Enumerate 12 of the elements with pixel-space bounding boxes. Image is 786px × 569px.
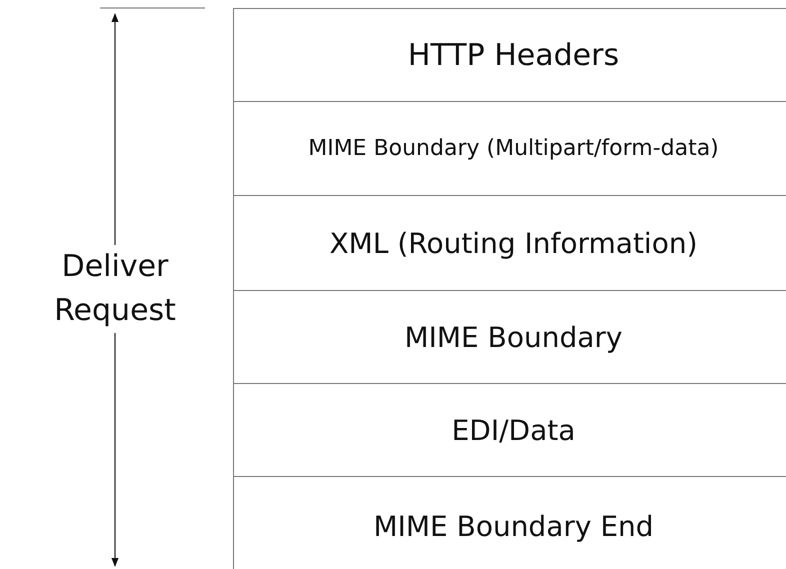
layer-box — [233, 290, 786, 383]
layer-box — [233, 101, 786, 195]
layer-label: EDI/Data — [452, 414, 576, 446]
layer-label: MIME Boundary — [404, 320, 622, 354]
layer-label: HTTP Headers — [408, 38, 620, 72]
layer-label: MIME Boundary (Multipart/form-data) — [308, 136, 719, 161]
layer-box — [233, 195, 786, 290]
layer-box — [233, 8, 786, 101]
layer-label: MIME Boundary End — [373, 510, 654, 543]
layer-box — [233, 383, 786, 476]
layer-box — [233, 476, 786, 569]
layer-label: XML (Routing Information) — [329, 226, 698, 260]
